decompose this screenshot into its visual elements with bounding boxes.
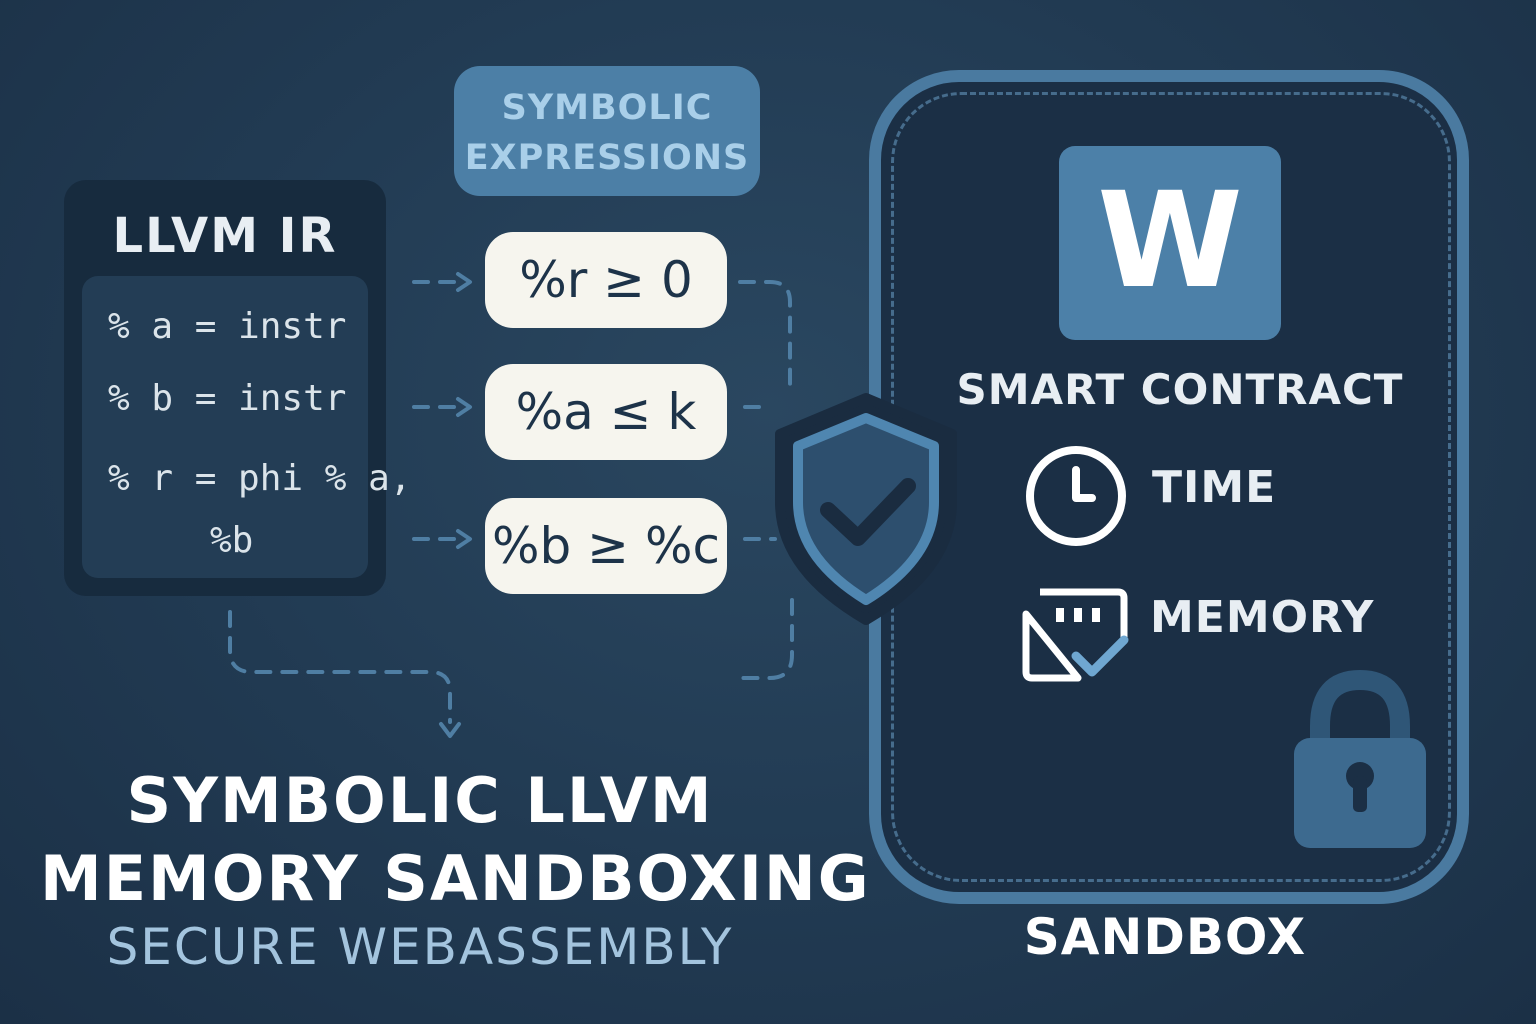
clock-icon bbox=[1026, 446, 1126, 546]
connector-llvm-to-title bbox=[228, 610, 452, 724]
llvm-code-block: % a = instr % b = instr % r = phi % a, %… bbox=[82, 276, 411, 578]
memory-label: MEMORY bbox=[1150, 592, 1375, 643]
webassembly-logo: W bbox=[1059, 146, 1281, 340]
llvm-ir-title: LLVM IR bbox=[112, 208, 338, 264]
expression-pill: %b ≥ %c bbox=[485, 498, 727, 594]
memory-check-icon bbox=[1022, 588, 1129, 682]
symbolic-tag-line-2: EXPRESSIONS bbox=[464, 138, 750, 178]
arrow-head-down bbox=[439, 722, 461, 738]
arrow-head-3 bbox=[456, 529, 472, 549]
code-line: % b = instr bbox=[108, 378, 347, 419]
code-line: % r = phi % a, bbox=[108, 458, 412, 499]
symbolic-expressions-tag: SYMBOLIC EXPRESSIONS bbox=[454, 66, 760, 196]
lock-icon bbox=[1294, 669, 1426, 848]
expression-pill: %r ≥ 0 bbox=[485, 232, 727, 328]
smart-contract-label: SMART CONTRACT bbox=[956, 365, 1404, 414]
connector-expr-1-shield bbox=[738, 280, 792, 394]
connector-shield-down bbox=[736, 598, 794, 680]
subtitle: SECURE WEBASSEMBLY bbox=[106, 918, 734, 976]
sandbox-label: SANDBOX bbox=[1023, 908, 1307, 966]
code-line: % a = instr bbox=[108, 306, 347, 347]
symbolic-tag-line-1: SYMBOLIC bbox=[501, 88, 713, 128]
webassembly-logo-letter: W bbox=[1097, 164, 1243, 318]
expression-pill: %a ≤ k bbox=[485, 364, 727, 460]
code-line: %b bbox=[210, 520, 254, 561]
arrow-head-2 bbox=[456, 397, 472, 417]
arrow-head-1 bbox=[456, 272, 472, 292]
shield-check-icon bbox=[775, 393, 957, 625]
llvm-ir-panel: LLVM IR % a = instr % b = instr % r = ph… bbox=[64, 180, 411, 596]
main-title-line-1: SYMBOLIC LLVM bbox=[126, 764, 714, 837]
main-title-line-2: MEMORY SANDBOXING bbox=[40, 842, 871, 915]
time-label: TIME bbox=[1152, 462, 1277, 513]
